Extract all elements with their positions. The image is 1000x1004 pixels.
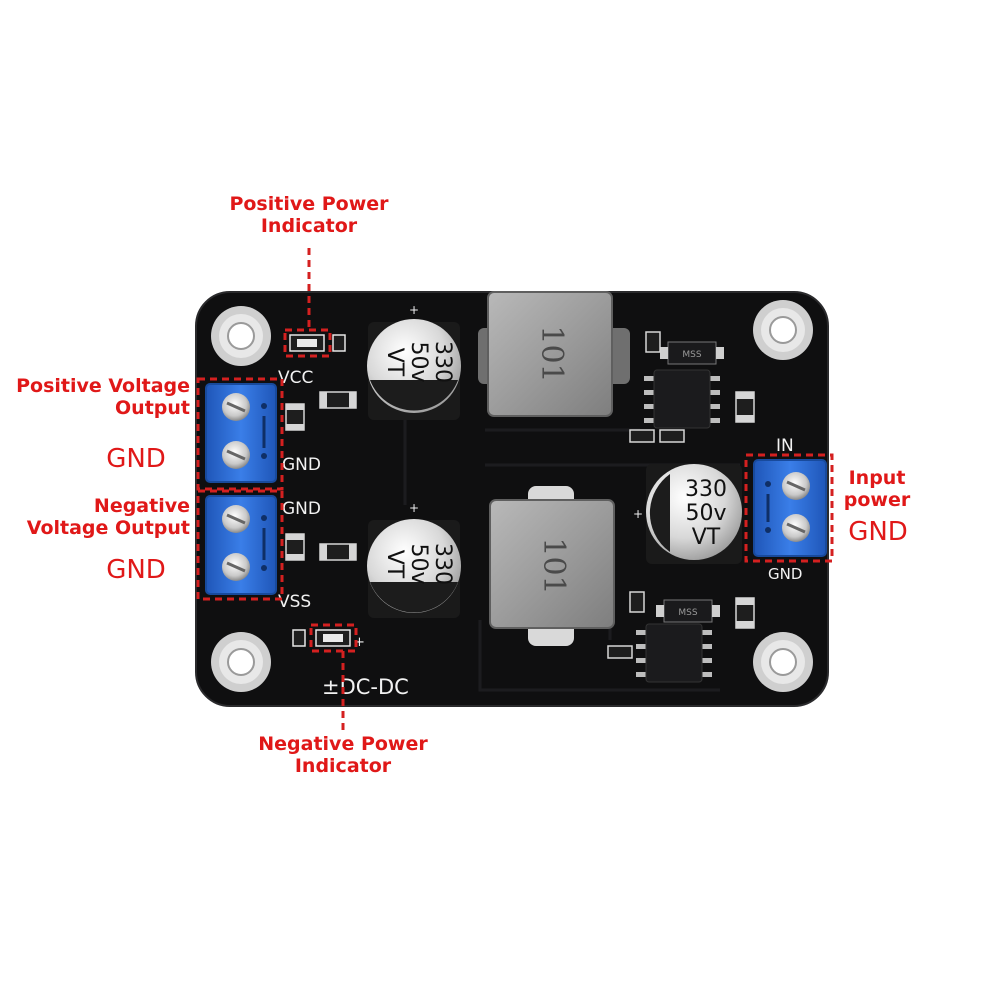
terminal-block-negative-output xyxy=(205,495,277,595)
capacitor-top-left-line3: VT xyxy=(382,348,407,377)
callout-gnd-negative-output: GND xyxy=(106,555,166,585)
capacitor-top-left-line2: 50v xyxy=(406,341,431,382)
diode-top: MSS xyxy=(660,341,724,365)
callout-positive-power-indicator-line2: Indicator xyxy=(260,214,358,237)
callout-negative-power-indicator: Negative Power Indicator xyxy=(238,733,448,778)
capacitor-bottom-left-line3: VT xyxy=(382,550,407,579)
diode-top-marking: MSS xyxy=(682,350,701,360)
highlight-negative-output xyxy=(196,489,284,601)
smd-resistors xyxy=(285,331,755,659)
callout-input-power-line1: Input xyxy=(848,467,906,489)
highlight-input xyxy=(744,453,834,563)
positive-power-led xyxy=(289,334,346,352)
silkscreen-board-name: ±DC-DC xyxy=(322,675,409,699)
capacitor-top-left-line1: 330 xyxy=(430,341,455,383)
mounting-hole-bottom-right xyxy=(753,632,813,692)
callout-input-power-line2: power xyxy=(843,488,911,511)
silkscreen-gnd-mid: GND xyxy=(282,499,321,519)
callout-gnd-input: GND xyxy=(848,517,908,547)
capacitor-right: 330 50v VT + xyxy=(633,464,742,564)
leader-lines xyxy=(307,248,345,732)
capacitor-right-line2: 50v xyxy=(685,501,726,526)
callout-negative-voltage-output-line1: Negative xyxy=(93,495,190,517)
silkscreen-gnd-input: GND xyxy=(768,565,802,583)
capacitor-bottom-left-line2: 50v xyxy=(406,543,431,584)
inductor-bottom-marking: 101 xyxy=(536,537,571,594)
callout-negative-power-indicator-line2: Indicator xyxy=(294,754,392,777)
highlight-boxes xyxy=(196,328,834,653)
callout-gnd-positive-output: GND xyxy=(106,444,166,474)
inductor-top-marking: 101 xyxy=(534,325,569,382)
capacitor-right-line3: VT xyxy=(692,525,721,550)
regulator-ic-top xyxy=(644,369,720,429)
mounting-hole-top-left xyxy=(211,306,271,366)
capacitor-right-plus: + xyxy=(633,507,643,521)
negative-power-led xyxy=(292,629,351,647)
callout-negative-voltage-output: Negative Voltage Output xyxy=(0,495,190,540)
callout-input-power: Input power xyxy=(834,467,920,512)
capacitor-bottom-left-plus: + xyxy=(409,501,419,515)
terminal-block-positive-output xyxy=(205,383,277,483)
silkscreen-vss: VSS xyxy=(278,592,311,612)
silkscreen-in: IN xyxy=(776,436,794,456)
inductor-bottom: 101 xyxy=(489,486,615,646)
callout-positive-voltage-output: Positive Voltage Output xyxy=(0,375,190,420)
capacitor-bottom-left: 330 50v VT + xyxy=(367,501,461,618)
silkscreen-negative-led-plus: + xyxy=(354,635,365,650)
mounting-hole-bottom-left xyxy=(211,632,271,692)
mounting-hole-top-right xyxy=(753,300,813,360)
inductor-top: 101 xyxy=(478,291,630,417)
capacitor-right-line1: 330 xyxy=(685,477,727,502)
diode-bottom: MSS xyxy=(656,599,720,623)
callout-positive-voltage-output-line1: Positive Voltage xyxy=(16,375,190,397)
silkscreen-gnd-top: GND xyxy=(282,455,321,475)
capacitor-top-left: 330 50v VT + xyxy=(367,303,461,420)
callout-negative-power-indicator-line1: Negative Power xyxy=(258,733,428,755)
diode-bottom-marking: MSS xyxy=(678,608,697,618)
silkscreen-vcc: VCC xyxy=(278,368,313,388)
terminal-block-input xyxy=(753,459,827,557)
capacitor-bottom-left-line1: 330 xyxy=(430,543,455,585)
regulator-ic-bottom xyxy=(636,623,712,683)
callout-negative-voltage-output-line2: Voltage Output xyxy=(26,516,190,539)
highlight-positive-output xyxy=(196,377,284,491)
callout-positive-power-indicator-line1: Positive Power xyxy=(229,193,389,215)
capacitor-top-left-plus: + xyxy=(409,303,419,317)
callout-positive-power-indicator: Positive Power Indicator xyxy=(204,193,414,238)
callout-positive-voltage-output-line2: Output xyxy=(115,396,190,419)
